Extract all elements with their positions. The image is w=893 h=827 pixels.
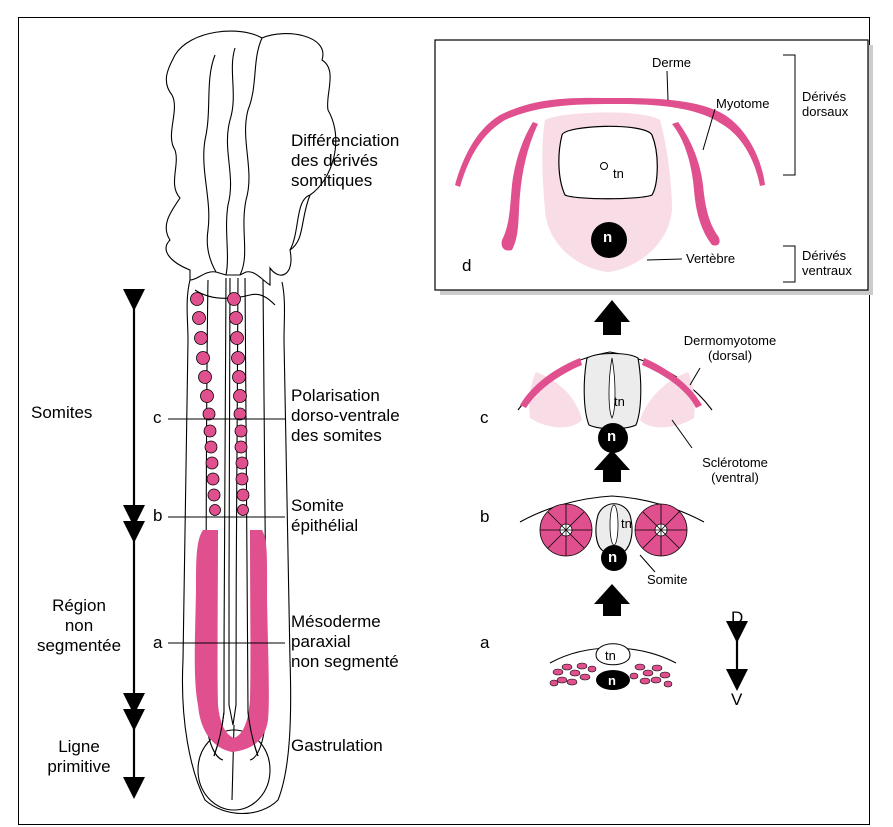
level-a-right: a <box>480 633 489 653</box>
level-b-left: b <box>153 506 162 526</box>
range-label-non-segmented: Région non segmentée <box>29 596 129 656</box>
label-ventral-derivatives: Dérivés ventraux <box>802 248 852 278</box>
label-n-c: n <box>607 428 616 446</box>
level-d: d <box>462 256 471 276</box>
label-tn-a: tn <box>605 648 616 663</box>
somite-column-left <box>191 293 221 516</box>
level-b-right: b <box>480 507 489 527</box>
label-n-a: n <box>608 673 616 688</box>
label-tn-c: tn <box>614 394 625 409</box>
range-label-primitive-streak: Ligne primitive <box>34 737 124 777</box>
label-derme: Derme <box>652 55 691 70</box>
label-n-d: n <box>603 229 612 247</box>
axis-dorsal: D <box>731 608 743 628</box>
label-sclerotome: Sclérotome (ventral) <box>680 455 790 485</box>
label-tn-b: tn <box>621 516 632 531</box>
annotation-paraxial-mesoderm: Mésoderme paraxial non segmenté <box>291 612 399 672</box>
label-tn-d: tn <box>613 166 624 181</box>
annotation-gastrulation: Gastrulation <box>291 736 383 756</box>
level-c-right: c <box>480 408 489 428</box>
label-dermomyotome: Dermomyotome (dorsal) <box>670 333 790 363</box>
axis-ventral: V <box>731 690 742 710</box>
label-n-b: n <box>608 549 617 567</box>
label-somite: Somite <box>647 572 687 587</box>
level-c-left: c <box>153 408 162 428</box>
annotation-epithelial-somite: Somite épithélial <box>291 496 358 536</box>
label-myotome: Myotome <box>716 96 769 111</box>
label-dorsal-derivatives: Dérivés dorsaux <box>802 89 848 119</box>
annotation-polarisation: Polarisation dorso-ventrale des somites <box>291 386 400 446</box>
label-vertebre: Vertèbre <box>686 251 735 266</box>
range-label-somites: Somites <box>31 403 92 423</box>
level-a-left: a <box>153 633 162 653</box>
annotation-differentiation: Différenciation des dérivés somitiques <box>291 131 399 191</box>
